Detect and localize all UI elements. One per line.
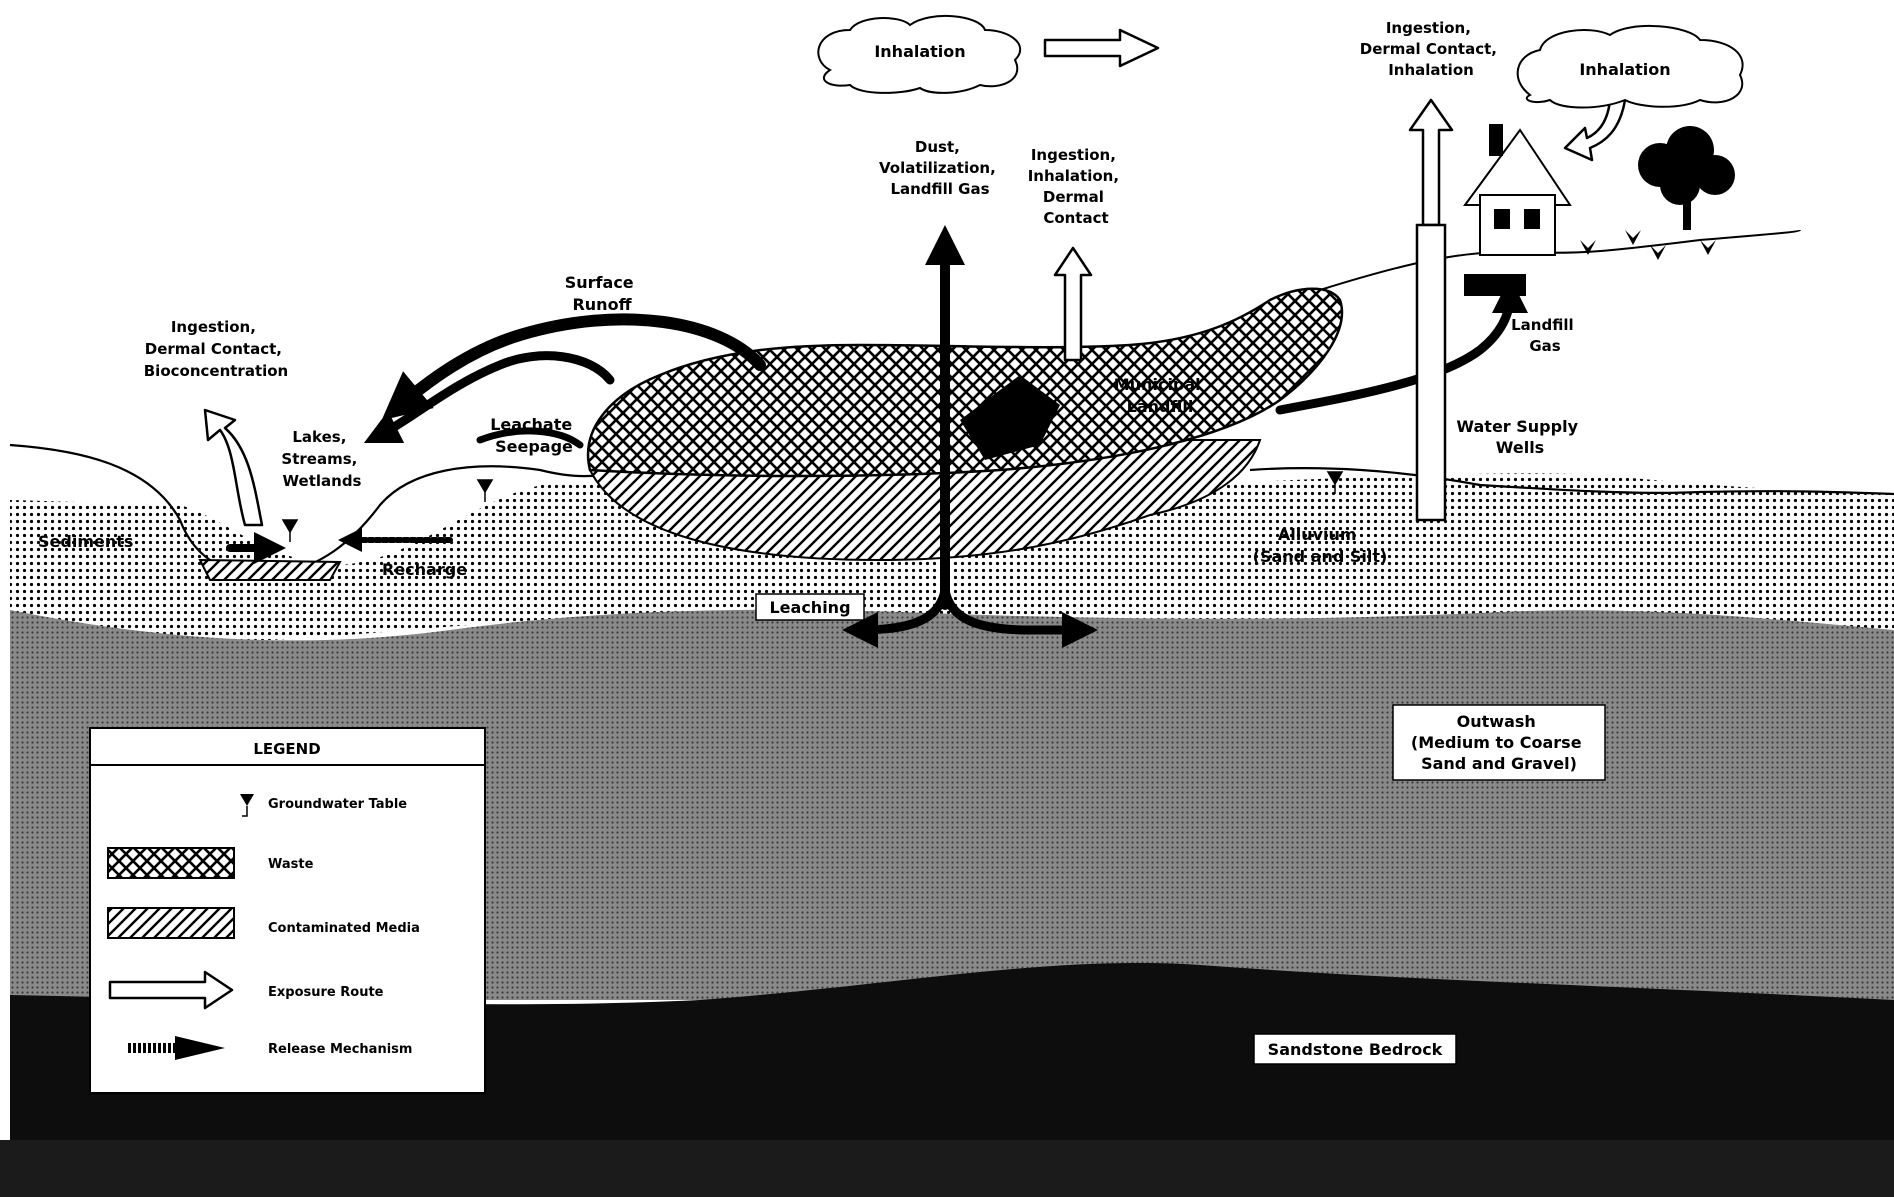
legend-item-label: Waste <box>268 857 314 872</box>
diagonal-hatch-pattern <box>108 908 234 938</box>
legend-item-label: Exposure Route <box>268 985 384 1000</box>
inhalation-top-label: Inhalation <box>874 42 965 61</box>
lakes-streams-wetlands-label: Lakes, Streams, Wetlands <box>281 428 362 490</box>
legend-item-label: Release Mechanism <box>268 1042 412 1057</box>
leaching-label: Leaching <box>769 598 850 617</box>
legend-title: LEGEND <box>253 740 320 758</box>
water-supply-well <box>1417 225 1445 520</box>
sandstone-bedrock-label: Sandstone Bedrock <box>1268 1040 1443 1059</box>
crosshatch-pattern <box>108 848 234 878</box>
inhalation-right-label: Inhalation <box>1579 60 1670 79</box>
sediment-hatch <box>200 560 340 580</box>
recharge-label: Recharge <box>382 560 467 579</box>
bedrock-base <box>0 1140 1894 1197</box>
sediments-label: Sediments <box>38 532 133 551</box>
legend-item-label: Groundwater Table <box>268 797 407 812</box>
legend-item-label: Contaminated Media <box>268 921 420 936</box>
legend: LEGEND Groundwater Table Waste Contamina… <box>90 728 485 1093</box>
